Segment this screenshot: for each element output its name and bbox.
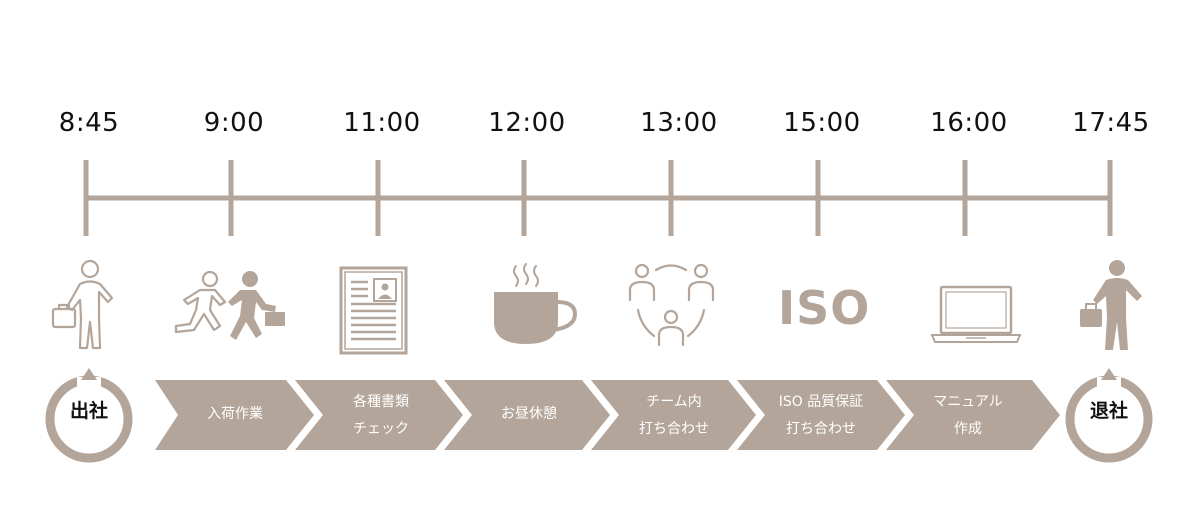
- process-step: [444, 380, 610, 450]
- coffee-cup-icon: [494, 263, 578, 344]
- step-label-line1: マニュアル: [933, 394, 1003, 410]
- time-label: 13:00: [640, 108, 718, 138]
- document-icon: [339, 266, 408, 355]
- process-step: [737, 380, 905, 450]
- person-with-bag-arriving-icon: [51, 259, 114, 350]
- person-with-bag-leaving-icon: [1080, 260, 1142, 350]
- time-label: 12:00: [488, 108, 566, 138]
- step-label-line2: 打ち合わせ: [639, 421, 709, 437]
- step-label: チーム内 打ち合わせ: [599, 389, 749, 443]
- step-label: お昼休憩: [454, 401, 604, 428]
- step-label-line1: お昼休憩: [501, 406, 557, 422]
- time-label: 16:00: [930, 108, 1008, 138]
- step-label: ISO 品質保証 打ち合わせ: [746, 389, 896, 443]
- iso-logo-icon: ISO: [778, 281, 871, 335]
- timeline-bar: [83, 160, 1113, 236]
- step-label-line1: 入荷作業: [207, 406, 263, 422]
- process-step: [886, 380, 1060, 450]
- end-label: 退社: [1089, 400, 1128, 422]
- time-label: 8:45: [58, 108, 120, 138]
- step-label-line2: チェック: [353, 421, 409, 437]
- end-badge: [1065, 368, 1153, 463]
- process-chevrons: [155, 380, 1060, 450]
- time-label: 9:00: [203, 108, 265, 138]
- process-step: [591, 380, 756, 450]
- time-label: 17:45: [1072, 108, 1150, 138]
- running-people-icon: [174, 270, 285, 340]
- step-label-line1: ISO 品質保証: [778, 394, 864, 410]
- time-label: 11:00: [343, 108, 421, 138]
- step-label: 入荷作業: [160, 401, 310, 428]
- step-label-line2: 作成: [954, 421, 982, 437]
- step-label: マニュアル 作成: [893, 389, 1043, 443]
- team-meeting-icon: [628, 263, 715, 347]
- start-label: 出社: [69, 400, 108, 422]
- step-label-line1: チーム内: [646, 394, 702, 410]
- step-label-line2: 打ち合わせ: [786, 421, 856, 437]
- laptop-icon: [930, 285, 1022, 343]
- start-badge: [45, 368, 133, 463]
- step-label: 各種書類 チェック: [306, 389, 456, 443]
- process-step: [295, 380, 463, 450]
- time-label: 15:00: [783, 108, 861, 138]
- step-label-line1: 各種書類: [353, 394, 409, 410]
- process-step: [155, 380, 314, 450]
